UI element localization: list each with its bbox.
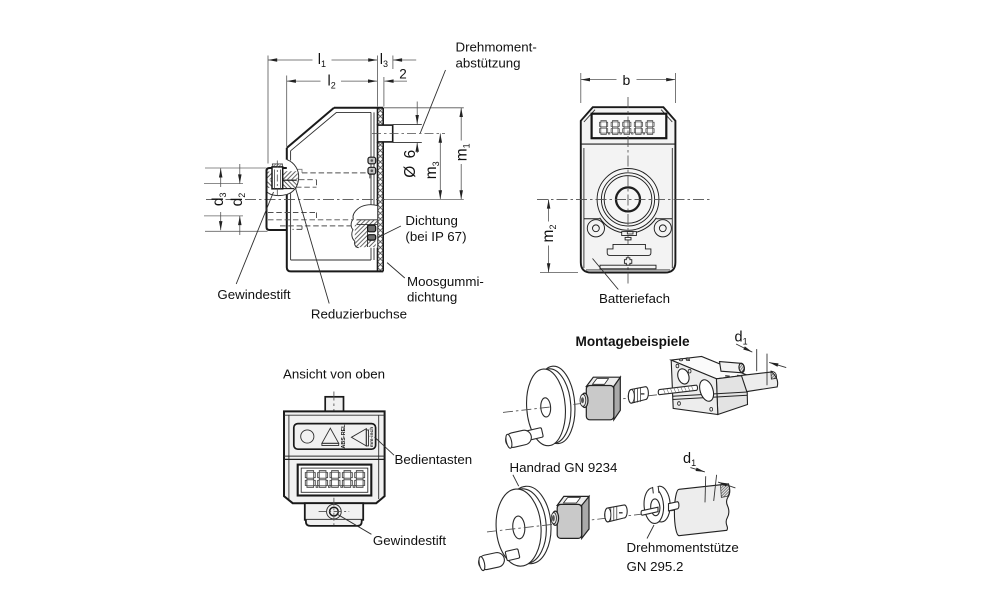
svg-text:b: b [623, 72, 631, 88]
svg-text:l3: l3 [380, 52, 388, 69]
svg-text:Ansicht von oben: Ansicht von oben [283, 366, 385, 381]
svg-text:Batteriefach: Batteriefach [599, 291, 670, 306]
svg-text:Reduzierbuchse: Reduzierbuchse [311, 307, 407, 322]
svg-text:mm-inch: mm-inch [369, 427, 375, 447]
svg-text:dichtung: dichtung [407, 290, 457, 305]
svg-text:(bei IP 67): (bei IP 67) [405, 229, 466, 244]
svg-text:2: 2 [399, 67, 407, 82]
svg-text:Dichtung: Dichtung [405, 213, 457, 228]
svg-text:Drehmomentstütze: Drehmomentstütze [627, 540, 739, 555]
svg-text:l2: l2 [328, 74, 336, 91]
svg-text:Ø 6: Ø 6 [402, 148, 419, 177]
svg-text:Gewindestift: Gewindestift [217, 287, 290, 302]
svg-text:Bedientasten: Bedientasten [395, 452, 473, 467]
svg-text:Gewindestift: Gewindestift [373, 533, 446, 548]
svg-text:GN 295.2: GN 295.2 [627, 559, 684, 574]
svg-text:Handrad GN 9234: Handrad GN 9234 [510, 460, 618, 475]
svg-text:Drehmoment-: Drehmoment- [456, 40, 537, 55]
svg-text:l1: l1 [318, 52, 326, 69]
svg-text:ABS-REL: ABS-REL [341, 424, 347, 449]
svg-text:abstützung: abstützung [456, 56, 521, 71]
svg-text:Montagebeispiele: Montagebeispiele [576, 334, 690, 349]
svg-text:Moosgummi-: Moosgummi- [407, 274, 484, 289]
